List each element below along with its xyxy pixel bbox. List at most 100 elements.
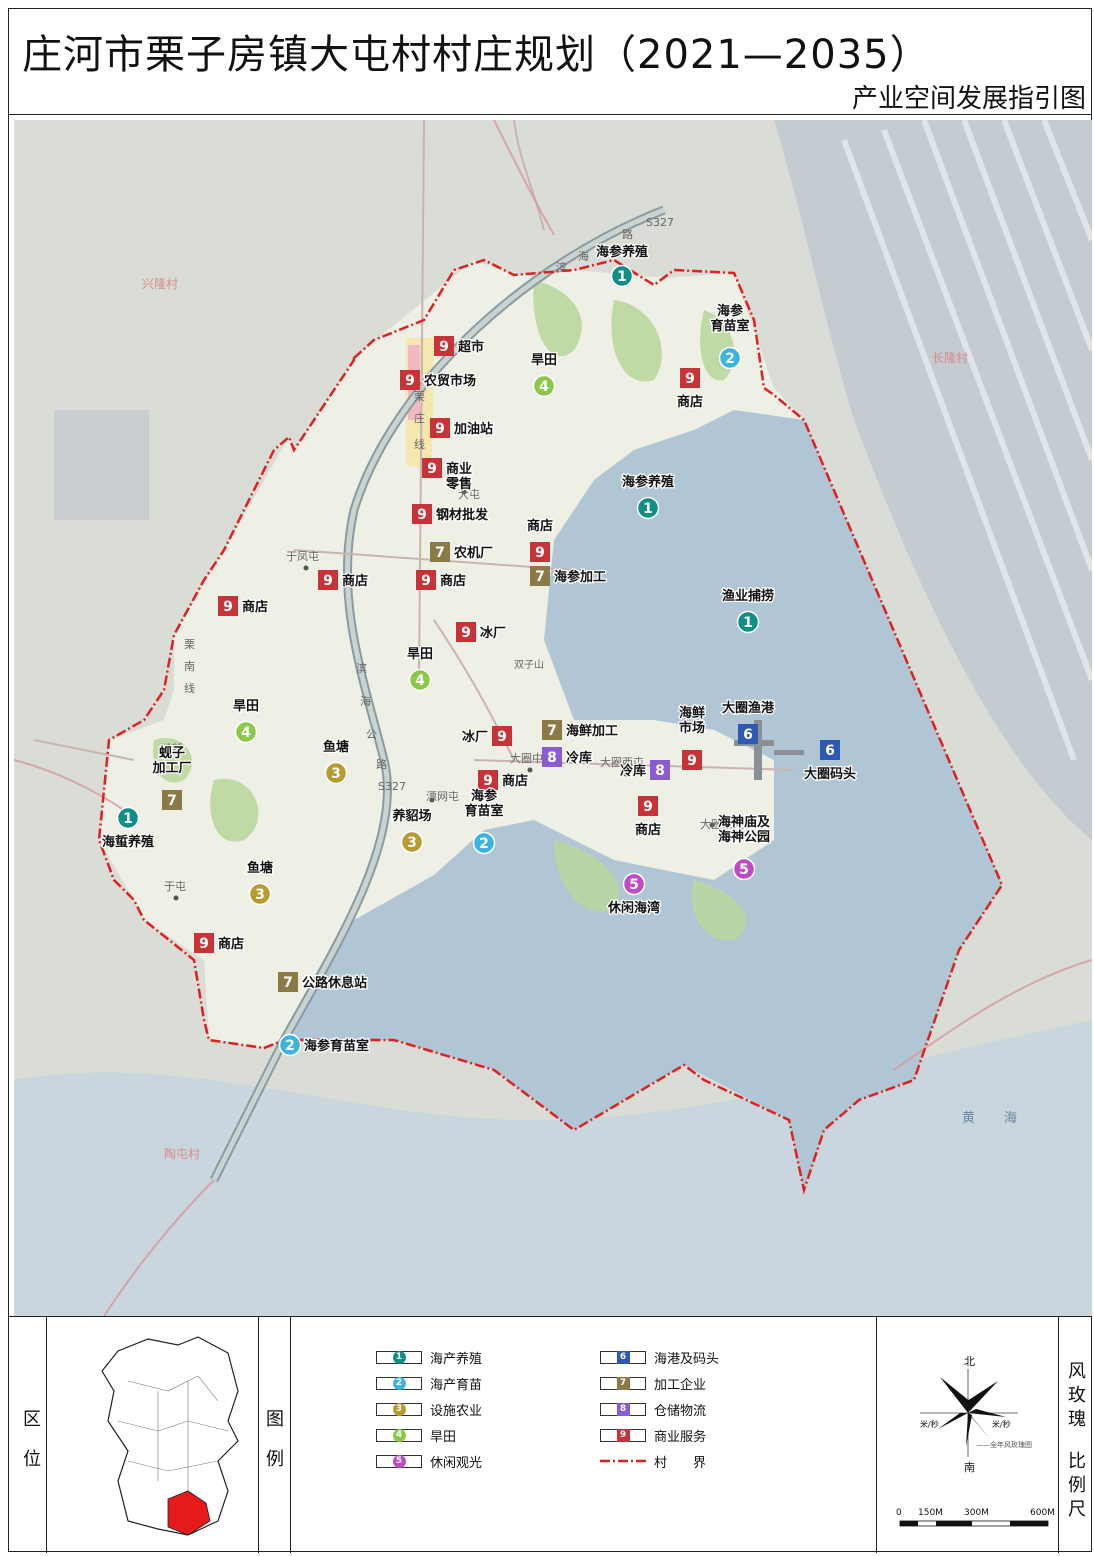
- legend-swatch: 5: [376, 1454, 422, 1468]
- marker-circle-5: [732, 857, 756, 881]
- marker-square-9: [434, 336, 454, 356]
- map-marker-6[interactable]: 4旱田: [530, 352, 558, 398]
- legend-marker-9: 9: [616, 1428, 630, 1442]
- road-label-s327-north: S327: [646, 216, 674, 229]
- legend-marker-1: 1: [392, 1350, 406, 1364]
- map-marker-21[interactable]: 7 海鲜加工: [542, 720, 619, 740]
- legend-swatch: [600, 1454, 646, 1468]
- legend-label-2: 例: [266, 1449, 284, 1470]
- map-marker-20[interactable]: 4旱田: [232, 698, 260, 744]
- marker-label: 海鲜加工: [566, 723, 618, 739]
- highway-inner: [211, 207, 665, 1182]
- marker-square-9: [478, 770, 498, 790]
- marker-number: 2: [479, 836, 489, 852]
- marker-number: 2: [285, 1038, 295, 1054]
- marker-number: 1: [743, 615, 753, 631]
- marker-label: 养貂场: [391, 808, 431, 824]
- marker-square-7: [162, 790, 182, 810]
- map-area[interactable]: 兴隆村 长隆村 陶屯村 黄 海 大屯 于凤屯 漂网屯 于屯 大圈西屯 大圈东屯 …: [14, 120, 1092, 1316]
- divider-location: [46, 1317, 47, 1553]
- marker-square-7: [430, 542, 450, 562]
- map-marker-22[interactable]: 9冰厂: [461, 726, 512, 746]
- map-marker-34[interactable]: 9商店: [634, 796, 662, 839]
- marker-number: 9: [199, 936, 209, 952]
- legend-label: 海产育苗: [430, 1377, 483, 1393]
- marker-number: 4: [539, 379, 549, 395]
- road-label-binhai-4: 滨: [356, 661, 367, 675]
- scale-tick-0: 0: [896, 1508, 902, 1518]
- map-marker-3[interactable]: 9商店: [676, 368, 704, 411]
- compass-north: 北: [964, 1355, 975, 1368]
- road-label-binhai-2: 海: [578, 249, 589, 263]
- marker-square-9: [430, 418, 450, 438]
- header-divider: [8, 114, 1092, 115]
- village-labels: 大屯 于凤屯 漂网屯 于屯 大圈西屯 大圈东屯 大圈中 双子山: [164, 487, 744, 901]
- marker-label: 商店: [440, 573, 466, 589]
- marker-number: 9: [223, 599, 233, 615]
- wind-rose: 北 米/秒 米/秒 ——全年风玫瑰图 南: [920, 1355, 1032, 1474]
- marker-number: 7: [547, 723, 557, 739]
- map-canvas[interactable]: 兴隆村 长隆村 陶屯村 黄 海 大屯 于凤屯 漂网屯 于屯 大圈西屯 大圈东屯 …: [14, 120, 1092, 1316]
- marker-number: 9: [323, 573, 333, 589]
- marker-label: 旱田: [407, 647, 433, 662]
- marker-square-7: [278, 972, 298, 992]
- village-label-datun: 大屯: [458, 487, 480, 501]
- road-label-binhai-6: 公: [366, 728, 377, 741]
- map-marker-36[interactable]: 3鱼塘: [246, 859, 274, 906]
- road-label-binhai-7: 路: [376, 758, 387, 771]
- mini-map-outline: [101, 1336, 239, 1536]
- marker-label: 蚬子加工厂: [151, 745, 191, 776]
- marker-label: 休闲海湾: [607, 900, 660, 916]
- aquaculture-stripes: [841, 120, 1092, 762]
- marker-number: 9: [439, 339, 449, 355]
- village-label-piaowangtun: 漂网屯: [426, 790, 459, 803]
- compass-right-unit: 米/秒: [992, 1419, 1011, 1429]
- vegetation: [153, 280, 747, 941]
- map-marker-26[interactable]: 8冷库: [619, 760, 670, 780]
- marker-number: 8: [547, 750, 557, 766]
- scale-bar: 0 150M 300M 600M: [896, 1508, 1055, 1527]
- road-label-linan-1: 栗: [184, 638, 195, 651]
- legend-marker-4: 4: [392, 1428, 406, 1442]
- map-marker-11[interactable]: 9商店: [526, 517, 554, 562]
- map-marker-29[interactable]: 3鱼塘: [322, 738, 350, 785]
- mini-map-districts: [117, 1375, 229, 1501]
- map-marker-19[interactable]: 4旱田: [406, 646, 434, 692]
- marker-label: 冰厂: [480, 625, 506, 641]
- marker-label: 农贸市场: [423, 373, 476, 389]
